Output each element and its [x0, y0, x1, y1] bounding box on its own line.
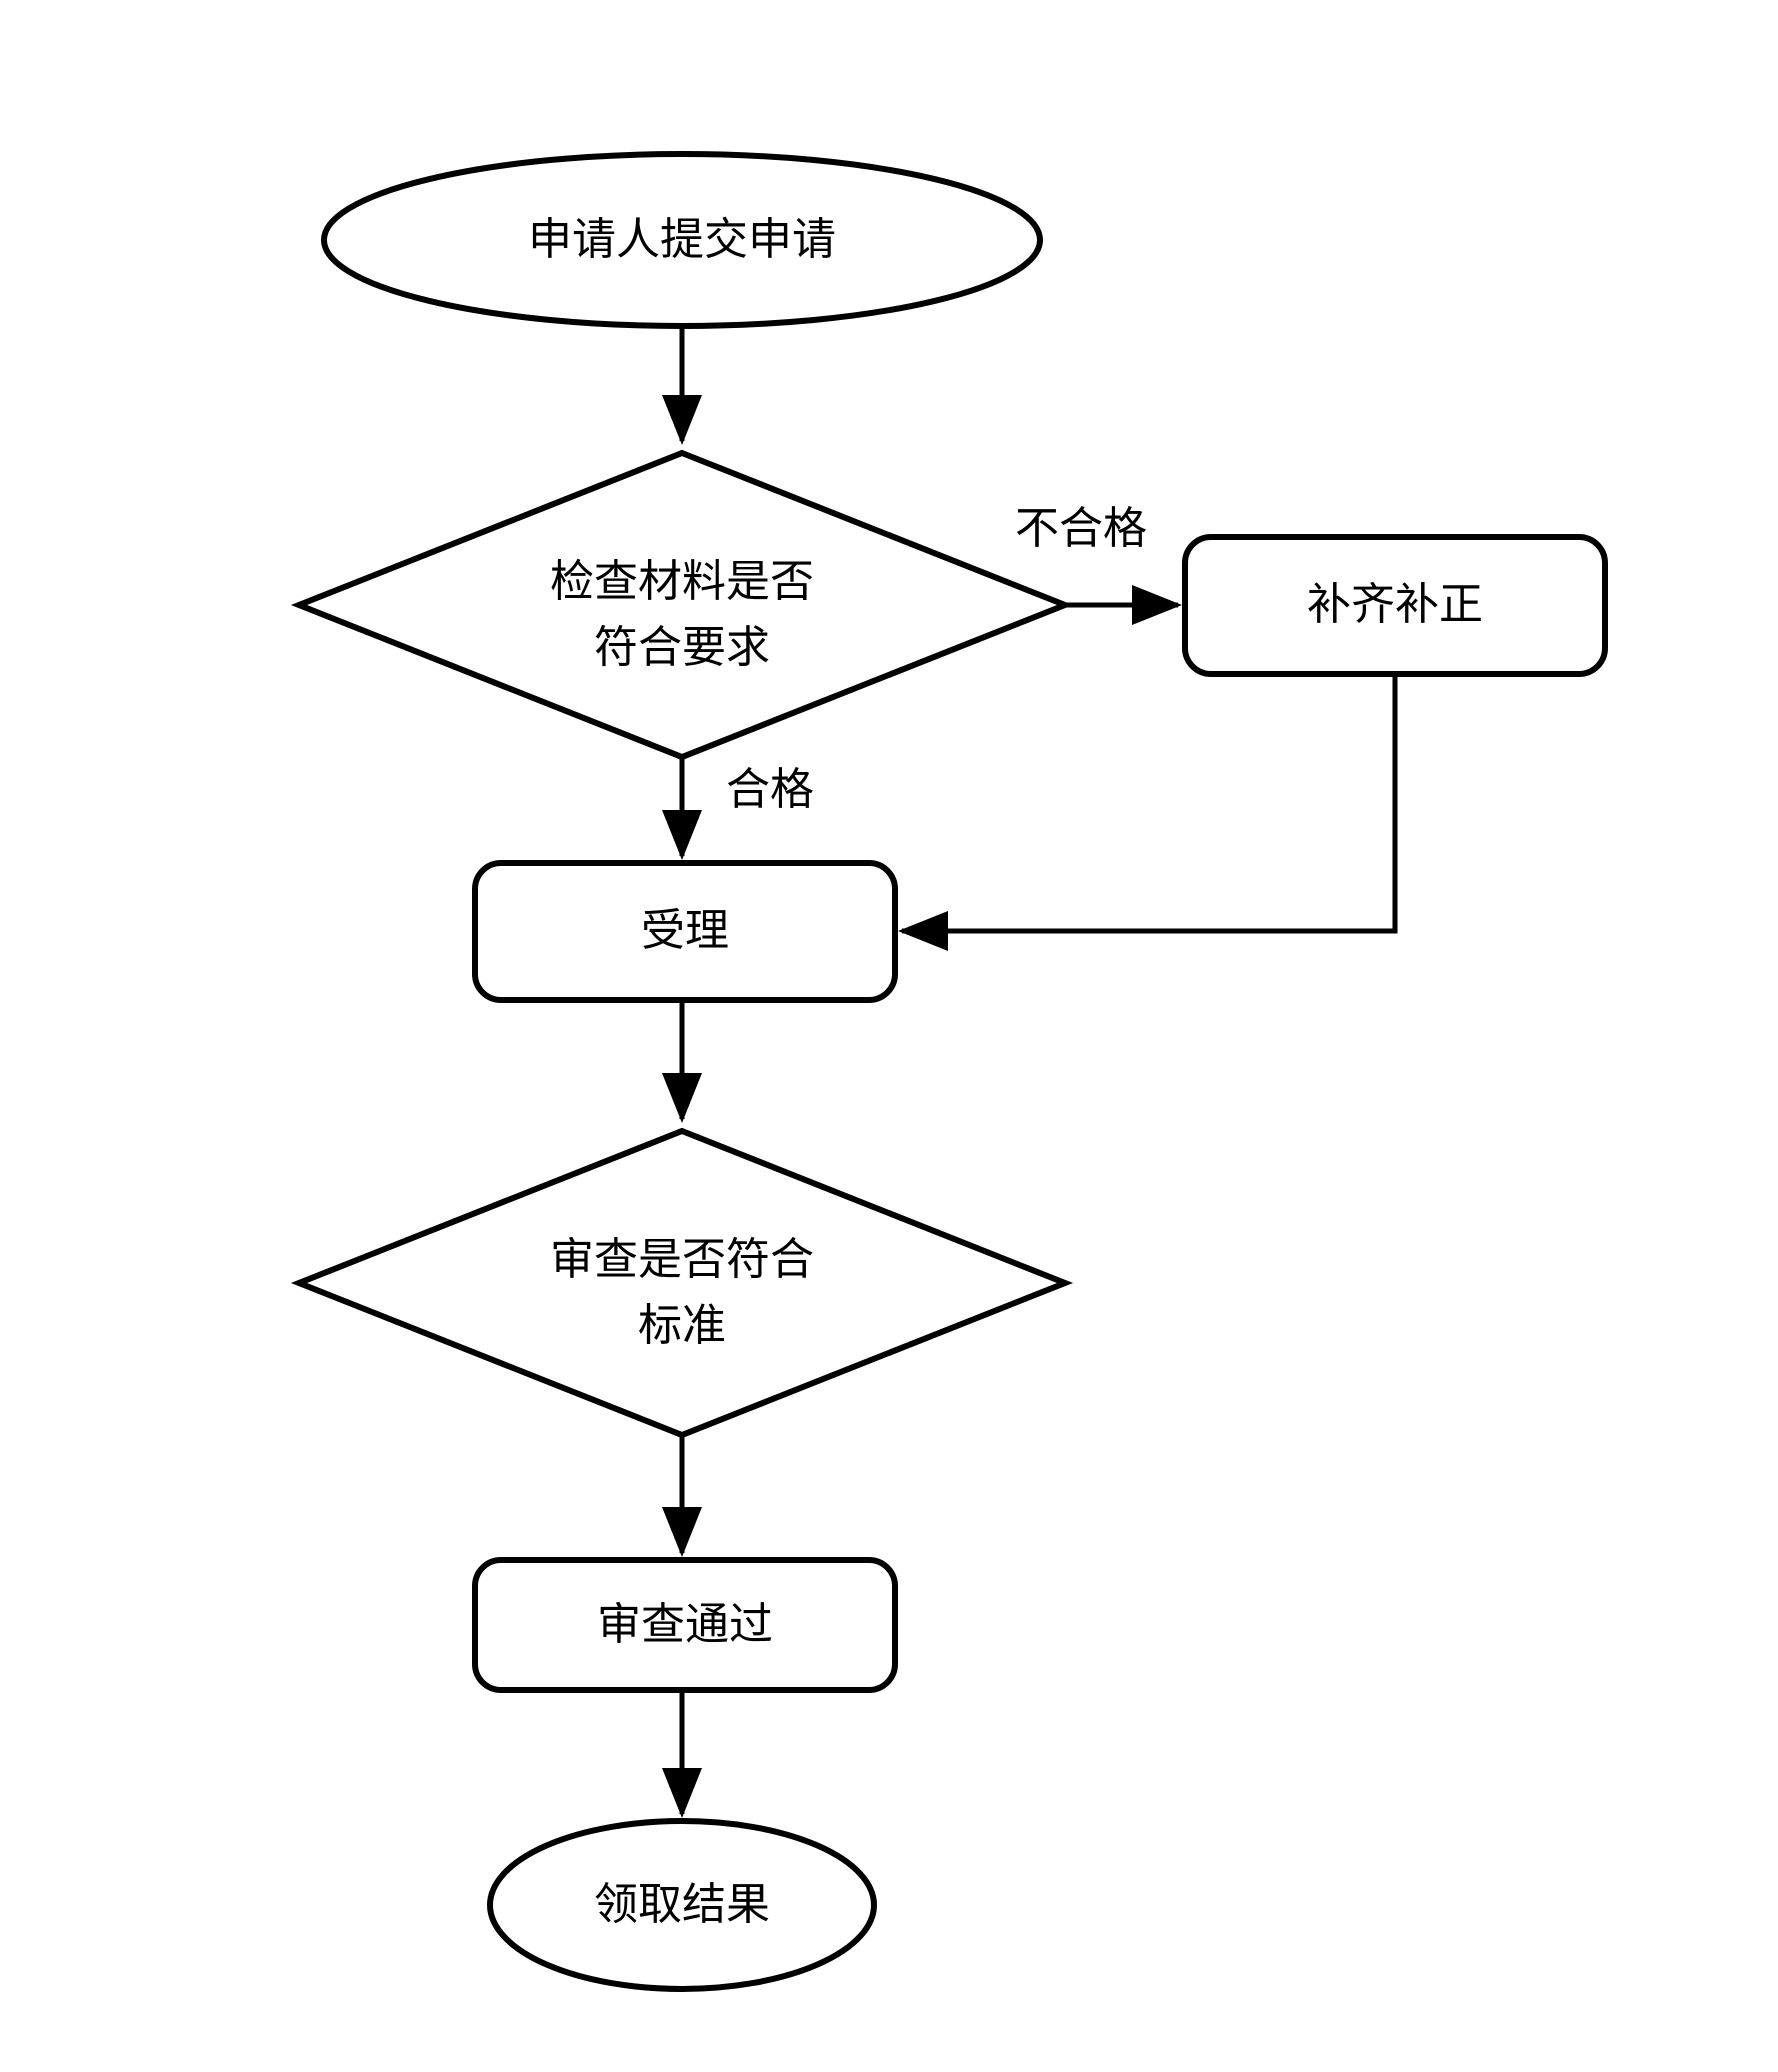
start-label: 申请人提交申请 [528, 214, 836, 265]
edge-label-fail: 不合格 [1015, 503, 1147, 554]
accept-label: 受理 [641, 905, 729, 956]
collect-result-label: 领取结果 [594, 1879, 770, 1930]
edge-label-pass: 合格 [726, 764, 814, 815]
node-check-materials[interactable]: 检查材料是否 符合要求 [290, 449, 1074, 761]
edge-supplement-to-accept-path [897, 674, 1398, 951]
supplement-label: 补齐补正 [1307, 579, 1483, 630]
review-standard-label-line1: 审查是否符合 [550, 1234, 814, 1285]
edge-supplement-to-accept [897, 674, 1398, 951]
accept-rect-shape [472, 860, 898, 1003]
node-collect-result[interactable]: 领取结果 [487, 1818, 877, 1992]
node-review-passed[interactable]: 审查通过 [472, 1557, 898, 1693]
check-materials-label-line2: 符合要求 [594, 622, 770, 673]
review-passed-rect-shape [472, 1557, 898, 1693]
node-supplement[interactable]: 补齐补正 [1182, 534, 1608, 677]
review-passed-label: 审查通过 [597, 1599, 773, 1650]
node-accept[interactable]: 受理 [472, 860, 898, 1003]
collect-result-ellipse-shape [487, 1818, 877, 1992]
edge-check-to-accept: 合格 [662, 757, 814, 861]
node-start[interactable]: 申请人提交申请 [321, 151, 1043, 329]
review-standard-label-line2: 标准 [638, 1300, 726, 1351]
edge-check-to-supplement: 不合格 [1015, 503, 1183, 625]
node-review-standard[interactable]: 审查是否符合 标准 [290, 1127, 1074, 1439]
check-materials-label-line1: 检查材料是否 [550, 556, 814, 607]
